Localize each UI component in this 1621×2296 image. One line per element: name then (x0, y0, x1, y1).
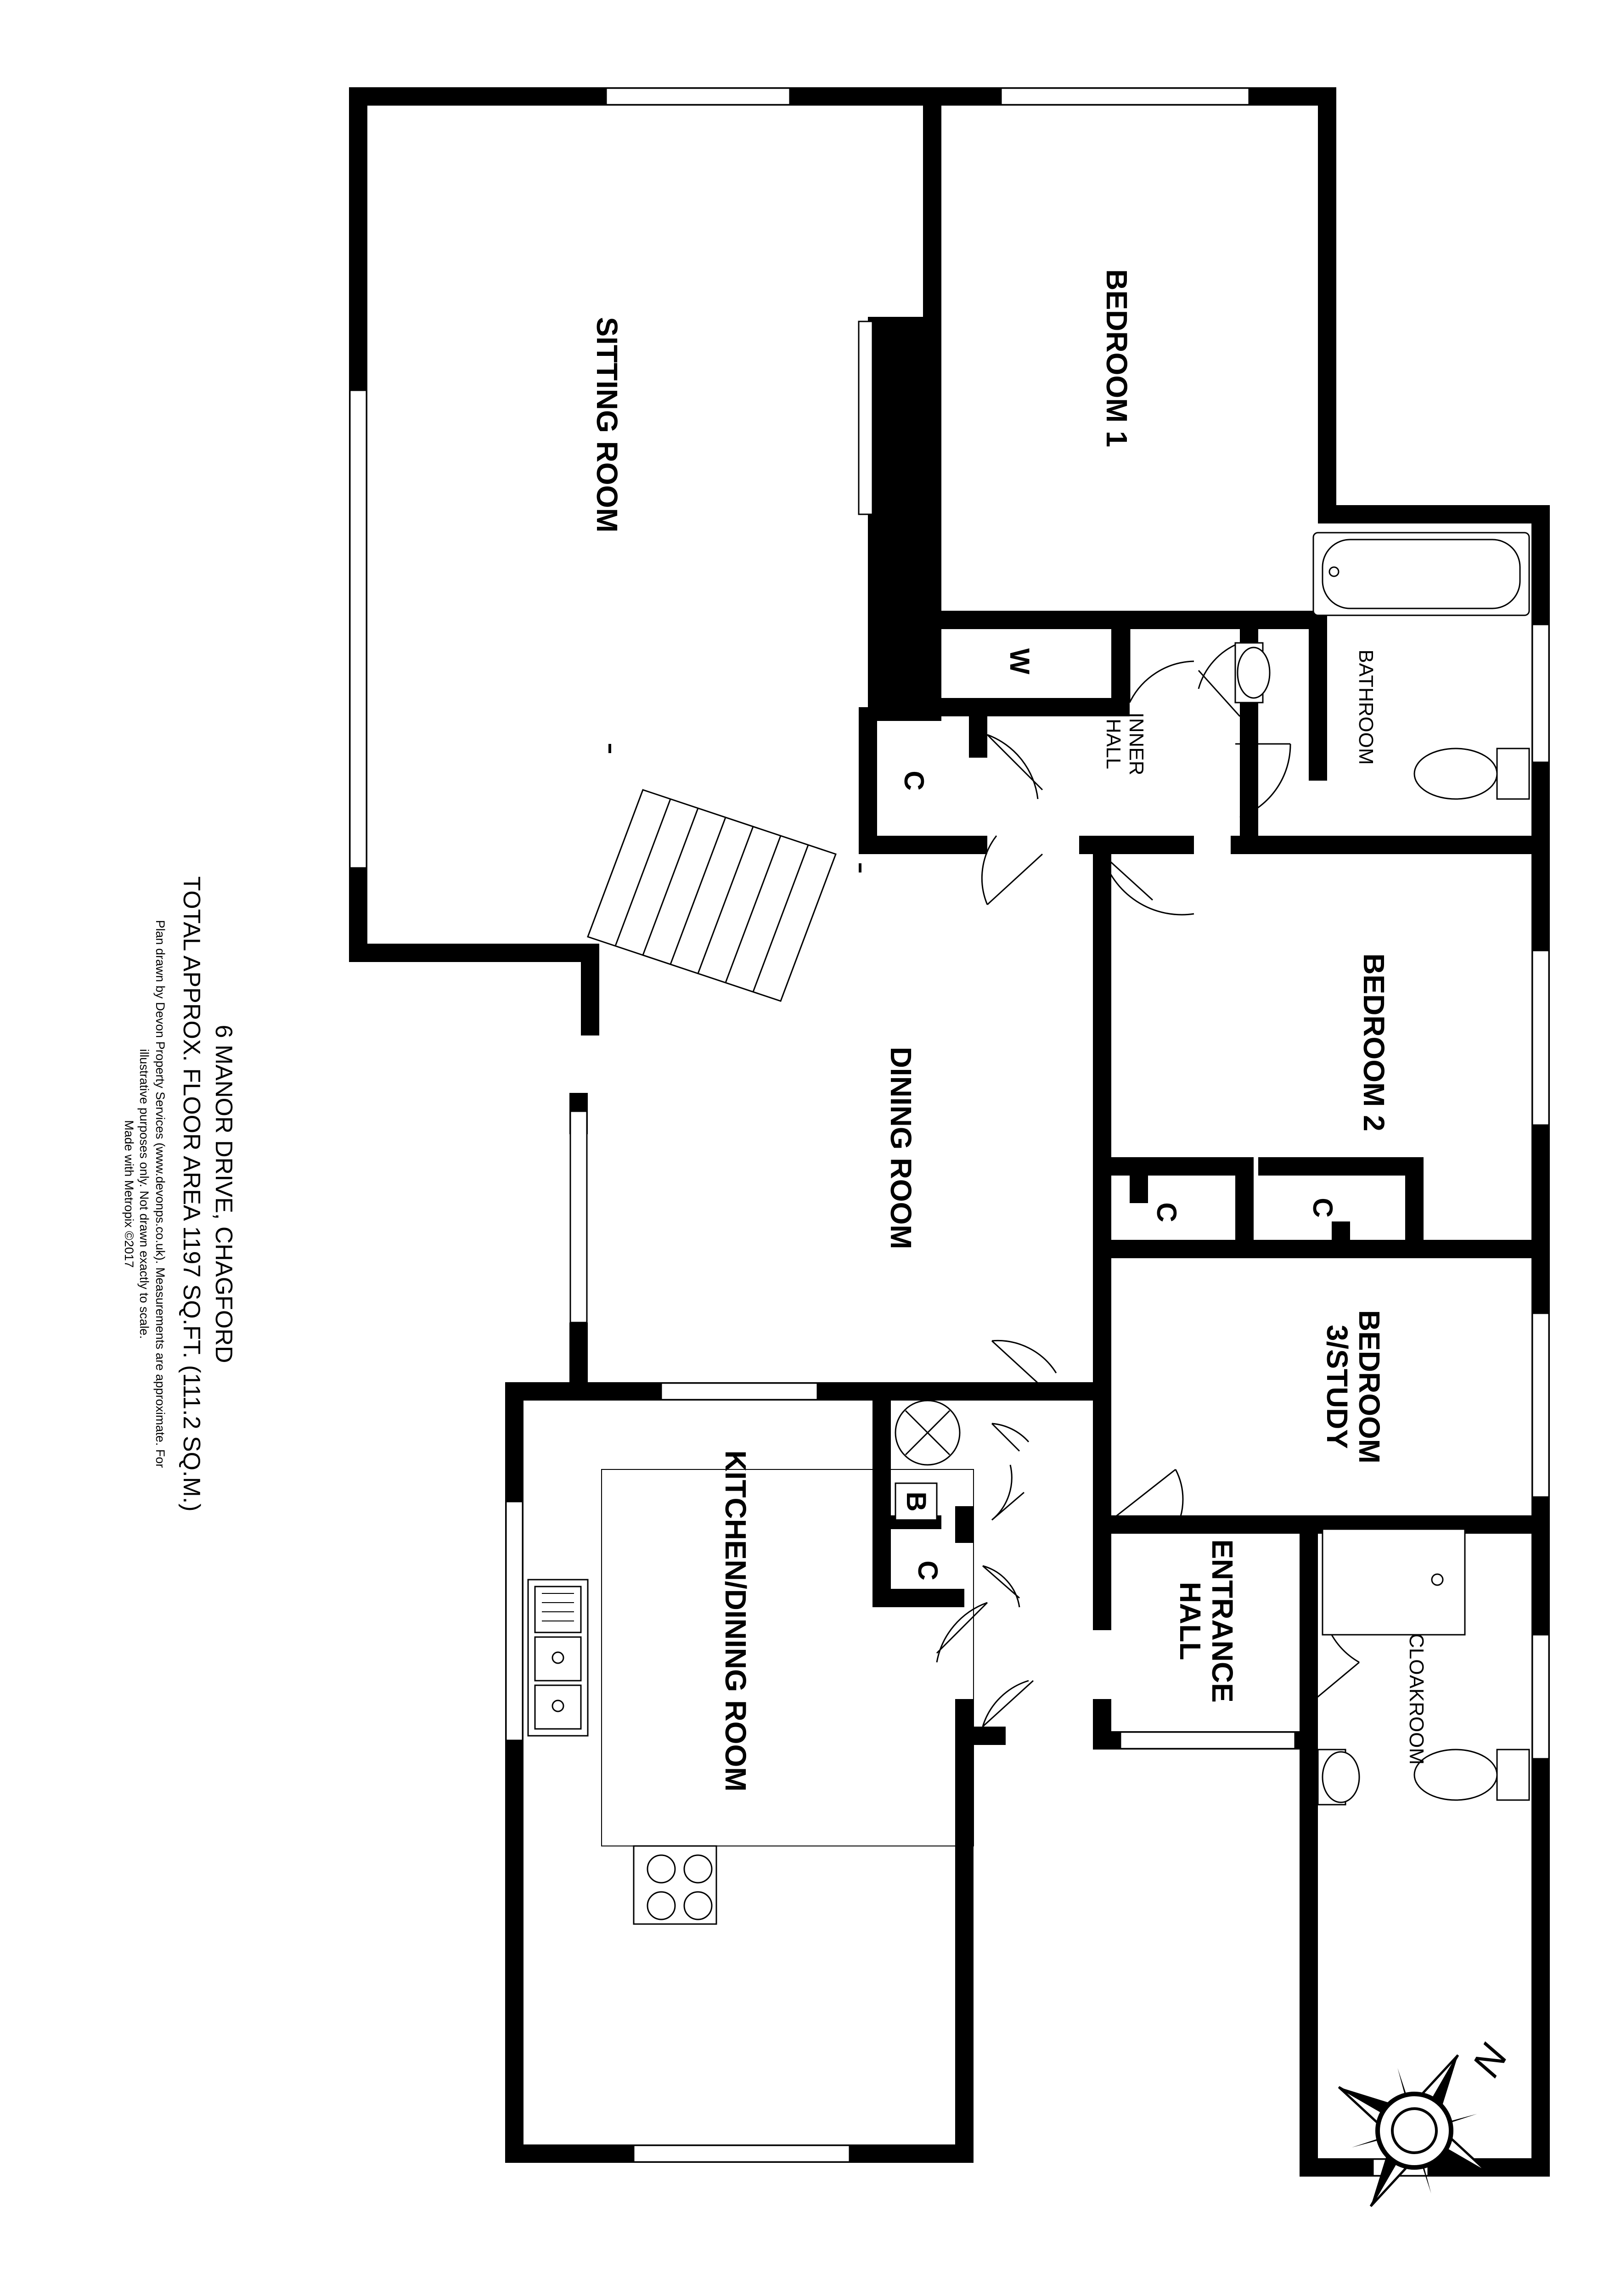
room-labels: SITTING ROOM BEDROOM 1 W BATHROOM INNER … (591, 269, 1428, 1791)
hot-water-cylinder (895, 1400, 961, 1466)
caption-credit-2: illustrative purposes only. Not drawn ex… (137, 1049, 151, 1339)
caption-address: 6 MANOR DRIVE, CHAGFORD (210, 1025, 237, 1363)
bathroom-wc (1413, 748, 1530, 800)
label-wardrobe: W (1004, 648, 1035, 675)
fixtures (527, 321, 1530, 1925)
kitchen-sink (527, 1579, 589, 1737)
label-boiler: B (901, 1491, 932, 1511)
label-bedroom-2: BEDROOM 2 (1357, 953, 1390, 1131)
shower-tray (1322, 1528, 1466, 1636)
label-sitting-room: SITTING ROOM (591, 317, 624, 532)
label-dining-room: DINING ROOM (884, 1047, 917, 1249)
label-cupboard-bed2-left: C (1151, 1202, 1182, 1222)
label-kitchen: KITCHEN/DINING ROOM (719, 1450, 752, 1791)
label-entrance-hall-1: ENTRANCE (1206, 1539, 1239, 1703)
caption-credit-1: Plan drawn by Devon Property Services (w… (153, 920, 167, 1468)
label-bedroom-3-line1: BEDROOM (1353, 1310, 1386, 1463)
label-bedroom-3-line2: 3/STUDY (1321, 1325, 1354, 1449)
bathroom-basin (1234, 642, 1271, 703)
compass-rose-icon (1338, 2054, 1491, 2207)
label-bathroom: BATHROOM (1355, 650, 1377, 765)
caption: 6 MANOR DRIVE, CHAGFORD TOTAL APPROX. FL… (122, 876, 237, 1511)
label-entrance-hall-2: HALL (1174, 1582, 1207, 1660)
cloakroom-wc (1413, 1749, 1530, 1801)
cloakroom-basin (1317, 1749, 1360, 1806)
label-cloakroom: CLOAKROOM (1405, 1633, 1428, 1765)
label-inner-hall-1: INNER (1125, 713, 1148, 776)
walls (349, 87, 1550, 2177)
caption-floor-area: TOTAL APPROX. FLOOR AREA 1197 SQ.FT. (11… (178, 876, 205, 1511)
kitchen-worktop (601, 1469, 974, 1846)
label-cupboard-inner: C (899, 771, 929, 790)
caption-credit-3: Made with Metropix ©2017 (122, 1120, 136, 1268)
staircase (587, 789, 837, 1002)
windows (349, 87, 1550, 2177)
boiler-box (895, 1482, 938, 1521)
bath (1312, 532, 1530, 616)
compass-north-label: N (1464, 2036, 1517, 2083)
label-bedroom-1: BEDROOM 1 (1100, 269, 1133, 447)
label-cupboard-kitchen: C (912, 1560, 943, 1580)
doors (936, 629, 1360, 1728)
label-inner-hall-2: HALL (1102, 719, 1125, 769)
kitchen-hob (633, 1845, 717, 1925)
label-cupboard-bed2-right: C (1307, 1198, 1338, 1217)
